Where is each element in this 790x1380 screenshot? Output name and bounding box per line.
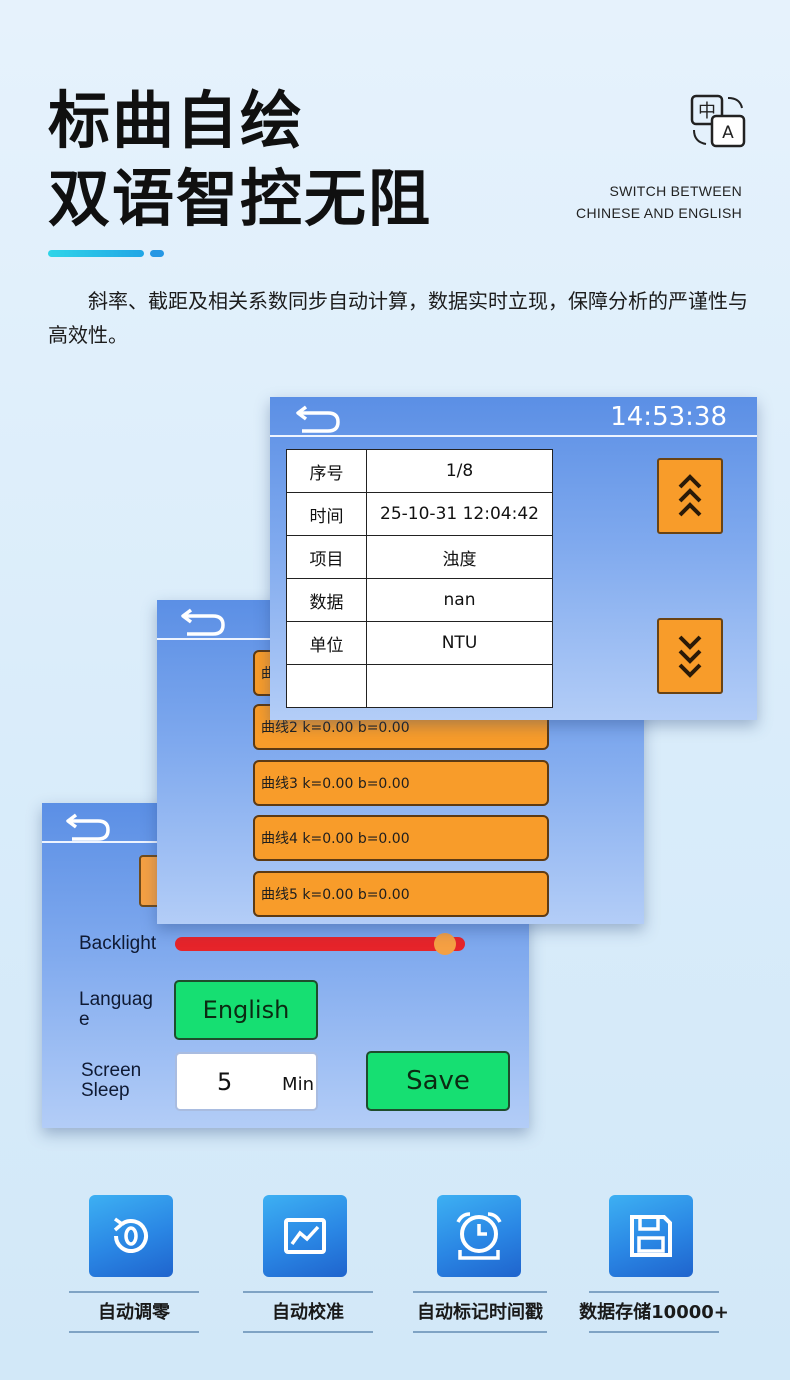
table-row: 数据 nan [286,578,553,622]
record-value: 1/8 [366,449,553,493]
curve-3-button[interactable]: 曲线3 k=0.00 b=0.00 [253,760,549,806]
calibration-tile [263,1195,347,1277]
back-arrow-icon[interactable] [64,809,116,843]
accent-dot [150,250,164,257]
screen-sleep-value: 5 [217,1068,233,1096]
save-button[interactable]: Save [366,1051,510,1111]
record-key: 项目 [286,535,367,579]
language-label-line-1: Languag [79,989,153,1010]
record-key: 序号 [286,449,367,493]
feature-divider [243,1291,373,1293]
chevrons-up-icon [678,474,702,517]
language-label: Languag e [79,990,169,1030]
switch-caption-line-2: CHINESE AND ENGLISH [576,205,742,221]
back-arrow-icon[interactable] [179,604,231,638]
screen-sleep-unit: Min [282,1074,314,1095]
headline-line-1: 标曲自绘 [48,84,305,157]
backlight-slider-handle[interactable] [433,933,456,955]
record-value: nan [366,578,553,622]
calibration-chart-icon [284,1218,326,1254]
feature-divider [69,1291,199,1293]
record-value [366,664,553,708]
headline-line-2: 双语智控无阻 [48,162,433,235]
switch-caption-line-1: SWITCH BETWEEN [609,183,742,199]
record-screen: 14:53:38 序号 1/8 时间 25-10-31 12:04:42 项目 … [270,397,757,720]
record-value: NTU [366,621,553,665]
settings-screen: Backlight Languag e English Screen Sleep… [42,803,529,1128]
screen-sleep-label: Screen Sleep [81,1061,171,1101]
table-row: 单位 NTU [286,621,553,665]
table-row [286,664,553,708]
floppy-disk-icon [630,1215,672,1257]
storage-tile [609,1195,693,1277]
curve-5-button[interactable]: 曲线5 k=0.00 b=0.00 [253,871,549,917]
feature-divider [69,1331,199,1333]
lang-icon-en: A [722,123,734,143]
accent-bar [48,250,144,257]
screen-sleep-label-line-1: Screen [81,1060,142,1081]
record-key: 单位 [286,621,367,665]
feature-divider [413,1331,547,1333]
screen-sleep-input[interactable]: 5 Min [175,1052,318,1111]
clock: 14:53:38 [610,402,727,432]
switch-language-caption: SWITCH BETWEEN CHINESE AND ENGLISH [576,180,742,224]
feature-label: 数据存储10000+ [579,1302,729,1323]
back-arrow-icon[interactable] [294,401,346,435]
record-top-bar [270,397,757,437]
backlight-label: Backlight [79,933,157,954]
language-switch-icon: 中 A [690,94,746,148]
curve-4-button[interactable]: 曲线4 k=0.00 b=0.00 [253,815,549,861]
chevrons-down-icon [678,635,702,678]
auto-zero-icon [113,1217,148,1253]
feature-divider [589,1331,719,1333]
alarm-clock-icon [456,1212,502,1260]
feature-label: 自动调零 [98,1302,170,1323]
feature-divider [413,1291,547,1293]
record-value: 25-10-31 12:04:42 [366,492,553,536]
language-label-line-2: e [79,1009,90,1030]
feature-description: 斜率、截距及相关系数同步自动计算，数据实时立现，保障分析的严谨性与高效性。 [48,289,748,347]
timestamp-tile [437,1195,521,1277]
page-down-button[interactable] [657,618,723,694]
feature-label: 自动校准 [272,1302,344,1323]
page-up-button[interactable] [657,458,723,534]
feature-divider [243,1331,373,1333]
table-row: 时间 25-10-31 12:04:42 [286,492,553,536]
feature-divider [589,1291,719,1293]
record-key: 时间 [286,492,367,536]
record-key: 数据 [286,578,367,622]
record-value: 浊度 [366,535,553,579]
record-key [286,664,367,708]
feature-label: 自动标记时间戳 [417,1302,543,1323]
backlight-slider[interactable] [175,937,465,951]
language-english-button[interactable]: English [174,980,318,1040]
table-row: 序号 1/8 [286,449,553,493]
lang-icon-cn: 中 [698,101,716,122]
table-row: 项目 浊度 [286,535,553,579]
auto-zero-tile [89,1195,173,1277]
record-table: 序号 1/8 时间 25-10-31 12:04:42 项目 浊度 数据 nan… [286,449,553,708]
headline: 标曲自绘 双语智控无阻 [48,82,432,238]
screen-sleep-label-line-2: Sleep [81,1080,130,1101]
